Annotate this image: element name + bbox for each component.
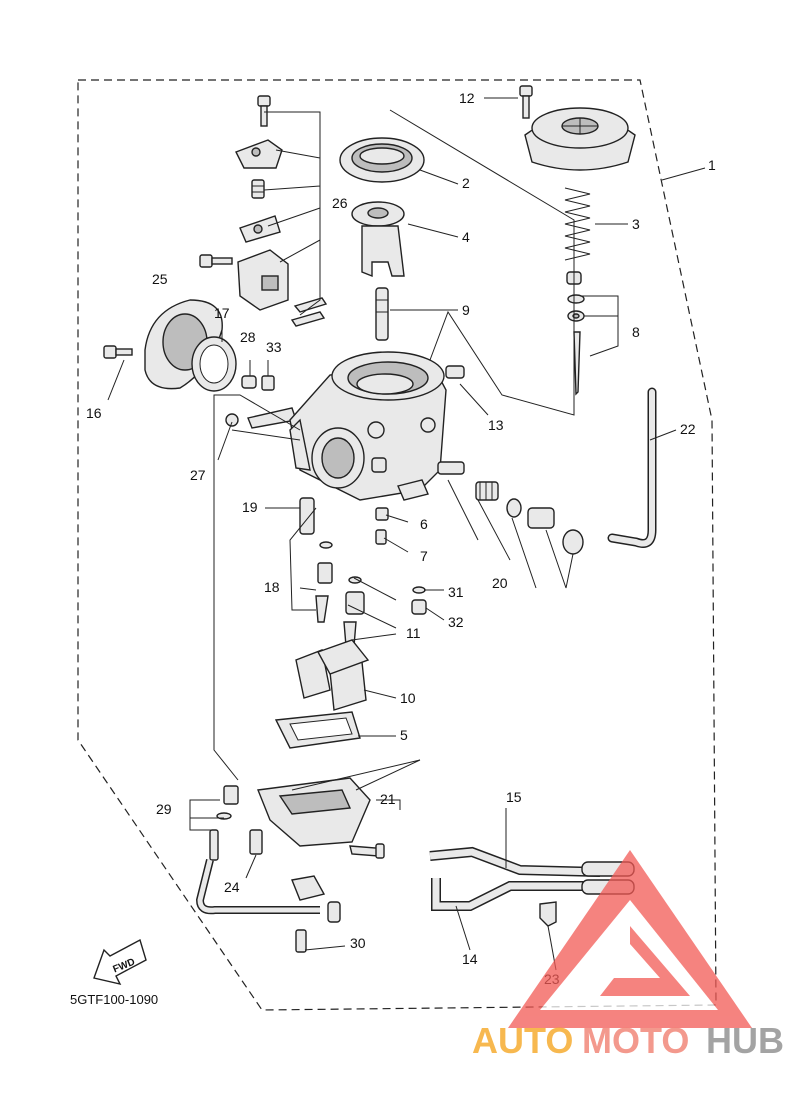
callout-6: 6 <box>420 516 428 532</box>
drain-parts <box>209 785 239 861</box>
callout-30: 30 <box>350 935 366 951</box>
carburetor-body <box>289 351 465 501</box>
callout-11: 11 <box>406 625 421 641</box>
callout-3: 3 <box>632 216 640 232</box>
callout-17: 17 <box>214 305 230 321</box>
top-cover <box>524 107 636 171</box>
callout-21: 21 <box>380 791 396 807</box>
callout-29: 29 <box>156 801 172 817</box>
drain-hose <box>195 859 320 915</box>
callout-26: 26 <box>332 195 348 211</box>
hose-15 <box>429 846 635 877</box>
main-jet-parts <box>343 576 427 647</box>
callout-10: 10 <box>400 690 416 706</box>
piston <box>351 201 405 278</box>
diaphragm <box>339 137 425 183</box>
float-bowl <box>249 777 385 953</box>
logo-text-hub: HUB <box>706 1020 784 1061</box>
automotohub-logo <box>508 850 752 1028</box>
jet-needle-set <box>566 271 585 396</box>
automotohub-wordmark: AUTO MOTO HUB <box>472 1020 784 1061</box>
callout-5: 5 <box>400 727 408 743</box>
diagram-code: 5GTF100-1090 <box>70 992 158 1007</box>
leader-lines <box>107 97 706 971</box>
vent-hose <box>607 387 657 548</box>
callout-28: 28 <box>240 329 256 345</box>
callout-8: 8 <box>632 324 640 340</box>
callout-15: 15 <box>506 789 522 805</box>
float <box>295 639 370 711</box>
callout-33: 33 <box>266 339 282 355</box>
jets <box>299 497 389 545</box>
logo-text-auto: AUTO <box>472 1020 573 1061</box>
callout-27: 27 <box>190 467 206 483</box>
bolt-12 <box>519 85 533 119</box>
callout-12: 12 <box>459 90 475 106</box>
callout-19: 19 <box>242 499 258 515</box>
assembly-boundary <box>77 79 717 1011</box>
pilot-screw-set <box>437 461 584 555</box>
needle-jet <box>375 287 389 341</box>
callout-13: 13 <box>488 417 504 433</box>
clip-23 <box>539 901 557 927</box>
callout-14: 14 <box>462 951 478 967</box>
float-gasket <box>274 711 361 749</box>
spring <box>564 187 591 261</box>
callout-18: 18 <box>264 579 280 595</box>
callout-7: 7 <box>420 548 428 564</box>
screw-25 <box>199 254 233 268</box>
callout-4: 4 <box>462 229 470 245</box>
intake-gasket <box>144 299 237 392</box>
callout-20: 20 <box>492 575 508 591</box>
logo-text-moto: MOTO <box>582 1020 689 1061</box>
callout-2: 2 <box>462 175 470 191</box>
float-needle-set <box>315 541 333 623</box>
callout-9: 9 <box>462 302 470 318</box>
callout-31: 31 <box>448 584 464 600</box>
callout-1: 1 <box>708 157 716 173</box>
callout-24: 24 <box>224 879 240 895</box>
callout-16: 16 <box>86 405 102 421</box>
callout-labels: 1 2 3 4 5 6 7 8 9 10 11 12 13 14 15 16 1… <box>86 90 716 987</box>
throttle-cover-parts <box>235 95 328 327</box>
forward-arrow: FWD <box>93 938 147 986</box>
callout-32: 32 <box>448 614 464 630</box>
callout-25: 25 <box>152 271 168 287</box>
callout-22: 22 <box>680 421 696 437</box>
bolt-16 <box>103 345 133 359</box>
small-parts-left <box>225 375 297 429</box>
